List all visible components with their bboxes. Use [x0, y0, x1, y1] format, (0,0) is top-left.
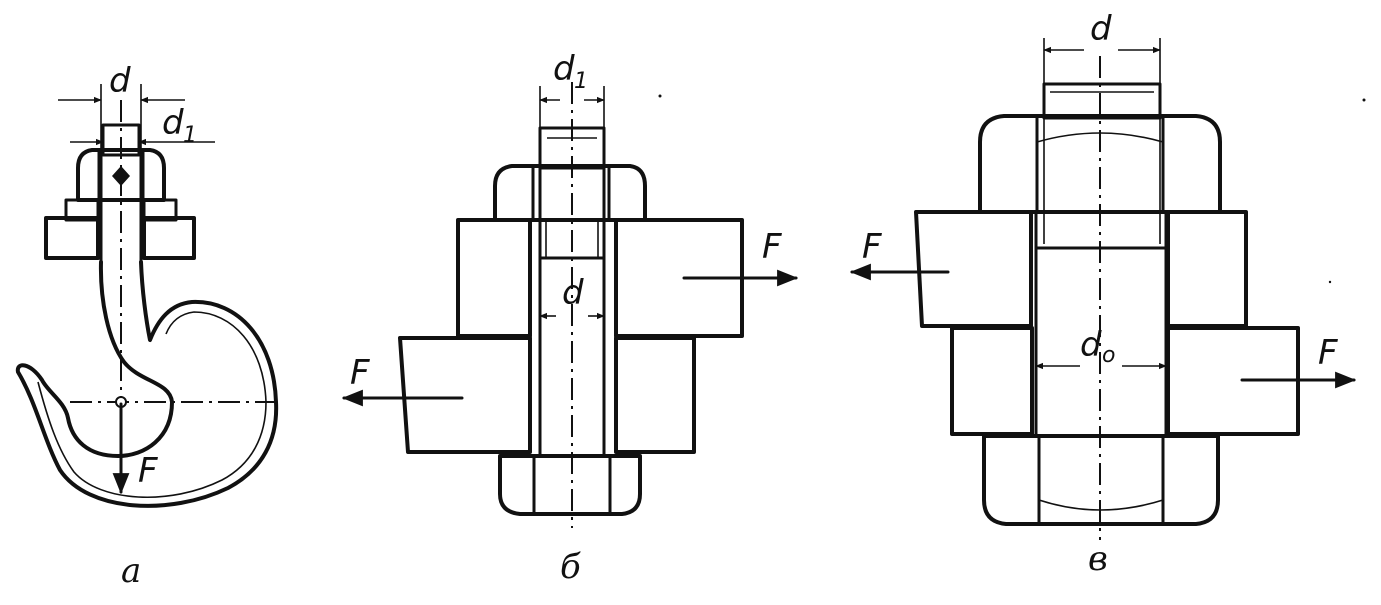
upper-plate-left	[456, 218, 532, 338]
hook-d1-label: d	[162, 103, 184, 143]
speck	[1362, 98, 1366, 102]
fitted-upper-plate-right	[1166, 210, 1248, 328]
lower-plate-right	[614, 336, 696, 454]
bolt-d1-subscript: 1	[574, 69, 588, 94]
fitted-top-nut	[978, 114, 1222, 214]
bolt-head	[498, 454, 642, 516]
hook-force-label: F	[138, 451, 158, 491]
hook-nut	[76, 148, 166, 202]
fitted-bolt-head	[982, 434, 1220, 526]
hook-d1-subscript: 1	[183, 123, 197, 148]
fitted-lower-plate-left	[950, 326, 1034, 436]
speck	[658, 94, 662, 98]
caption-b: б	[560, 547, 581, 587]
bolt-d1-label: d	[553, 49, 575, 89]
top-nut	[493, 164, 647, 222]
upper-plate-force-label: F	[762, 227, 782, 267]
fitted-upper-plate-left	[914, 210, 1033, 328]
lower-plate-left	[398, 336, 532, 454]
hook-traverse-right	[142, 216, 196, 260]
lower-plate-force-label: F	[350, 353, 370, 393]
fitted-d-label: d	[1090, 9, 1112, 49]
caption-c: в	[1088, 539, 1108, 579]
clearance-bolt-figure: d 1 d F F б	[341, 49, 799, 587]
speck	[1328, 280, 1332, 284]
hook-body	[15, 260, 279, 508]
fitted-lower-force-label: F	[1318, 333, 1338, 373]
fitted-d0-subscript: o	[1102, 343, 1115, 368]
fitted-bolt-thread-tip	[1042, 82, 1162, 120]
fitted-upper-force-label: F	[862, 227, 882, 267]
bolt-d-label: d	[562, 273, 584, 313]
caption-a: a	[121, 551, 141, 591]
hook-d-label: d	[109, 61, 131, 101]
fitted-d0-label: d	[1080, 325, 1102, 365]
hook-figure: F d d 1 a	[15, 61, 282, 591]
hook-traverse-left	[44, 216, 100, 260]
fitted-bolt-figure: d d o F F в	[849, 9, 1357, 579]
